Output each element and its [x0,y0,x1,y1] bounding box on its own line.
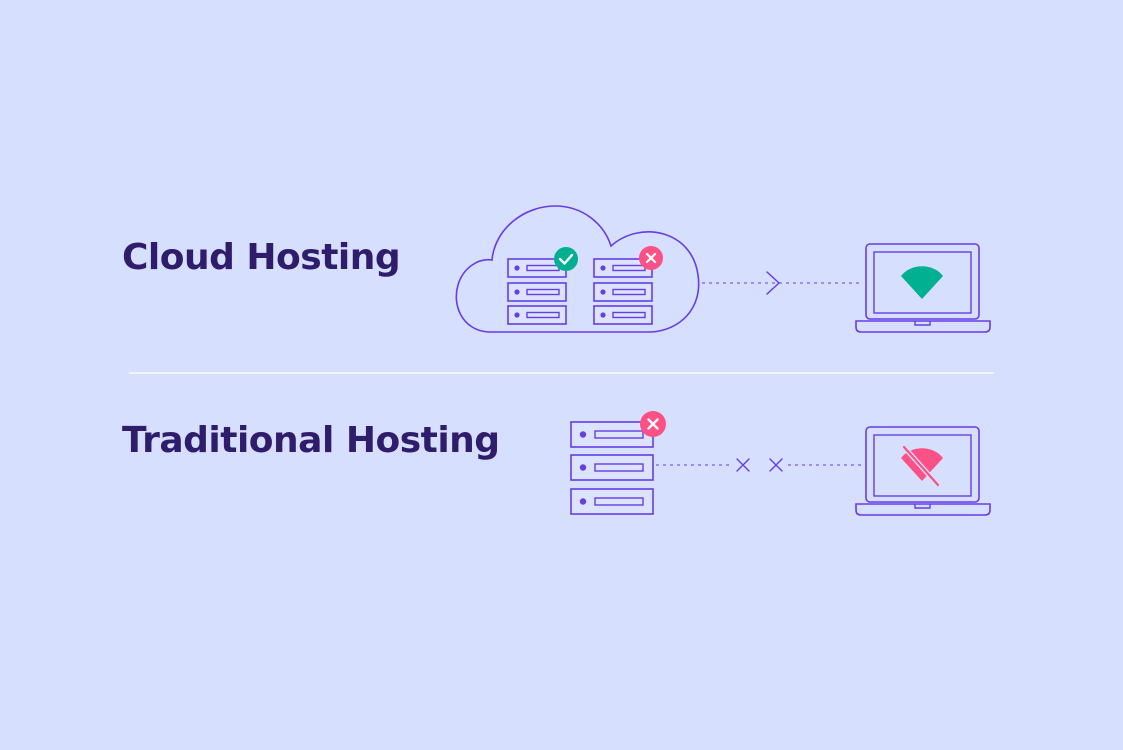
check-icon [558,253,574,265]
server-rack-icon [507,258,567,325]
server-error-badge [640,411,666,437]
cloud-illustration [455,205,700,333]
traditional-hosting-title: Traditional Hosting [122,420,500,461]
cloud-connection-line [702,271,862,295]
close-icon [736,458,750,472]
arrow-right-icon [766,271,780,295]
laptop-icon [855,243,991,333]
server-rack-icon [570,421,654,515]
close-icon [645,252,657,264]
close-icon [769,458,783,472]
section-divider [129,372,994,374]
laptop-icon [855,426,991,516]
broken-connection-line [656,458,862,472]
close-icon [647,418,659,430]
server-rack-icon [593,258,653,325]
cloud-hosting-title: Cloud Hosting [122,237,401,278]
cloud-icon [455,205,700,333]
wifi-off-icon [901,444,943,488]
wifi-icon [901,266,943,299]
server-ok-badge [554,247,578,271]
server-error-badge [639,246,663,270]
